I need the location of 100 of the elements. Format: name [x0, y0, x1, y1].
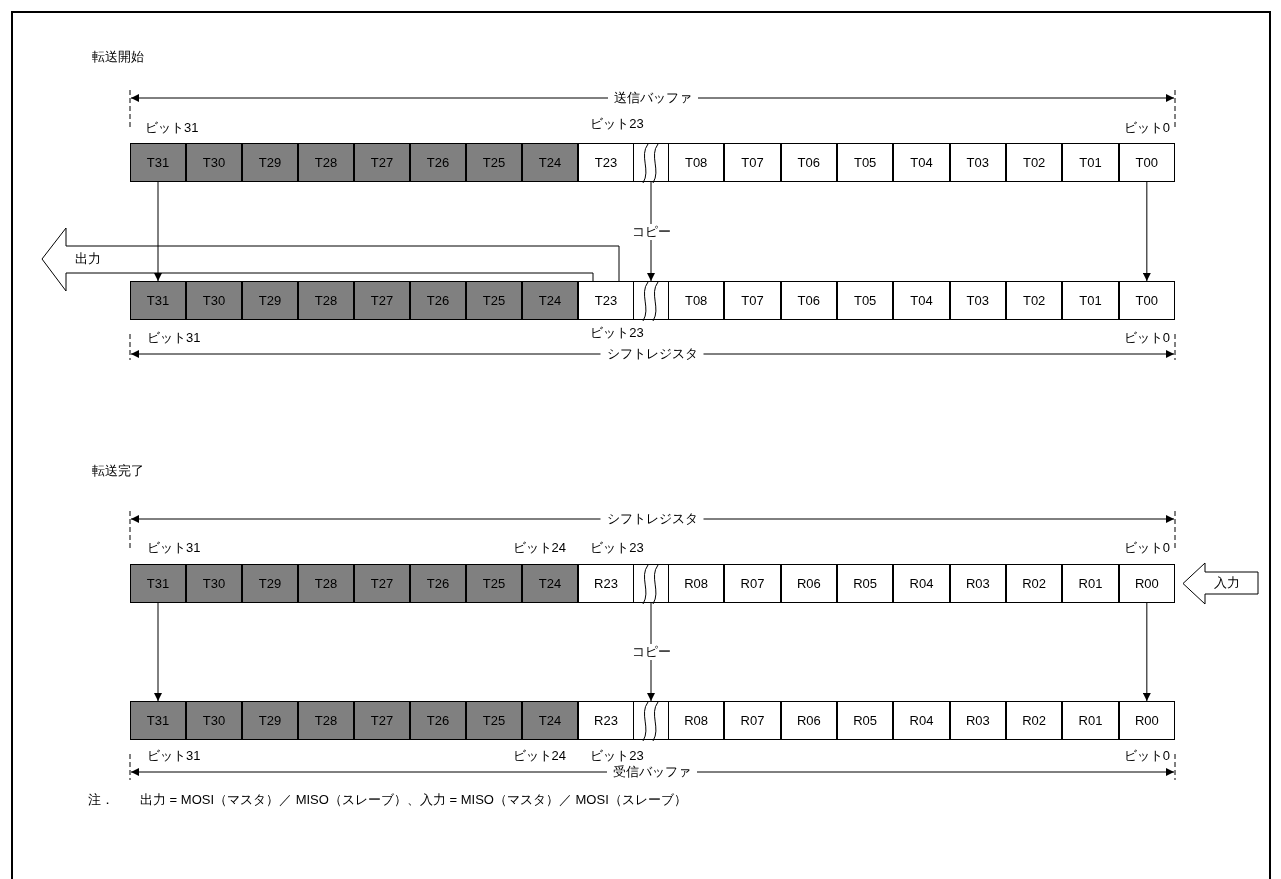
bit-label: ビット24 — [512, 748, 566, 764]
break-cell — [634, 564, 668, 603]
register-cell: R04 — [893, 701, 950, 740]
register-cell: T01 — [1062, 143, 1119, 182]
register-cell: T31 — [130, 281, 186, 320]
register-cell: T31 — [130, 564, 186, 603]
dimension-label: 受信バッファ — [607, 764, 697, 780]
input-arrow — [1183, 563, 1259, 604]
break-cell — [634, 701, 668, 740]
break-cell — [634, 281, 668, 320]
dimension-label: シフトレジスタ — [600, 511, 704, 527]
register-cell: T07 — [724, 281, 781, 320]
register-cell: T25 — [466, 143, 522, 182]
register-cell: R07 — [724, 701, 781, 740]
register-cell: R23 — [578, 701, 634, 740]
register-cell: R05 — [837, 701, 894, 740]
bit-label: ビット31 — [145, 120, 199, 136]
arrow — [1142, 602, 1151, 702]
register-cell: T28 — [298, 564, 354, 603]
bit-label: ビット23 — [590, 540, 644, 556]
register-cell: T24 — [522, 143, 578, 182]
note-marker: 注． — [88, 792, 114, 808]
register-cell: T31 — [130, 143, 186, 182]
register-cell: R02 — [1006, 701, 1063, 740]
register-cell: R01 — [1062, 564, 1119, 603]
register-cell: T26 — [410, 281, 466, 320]
register-cell: T29 — [242, 564, 298, 603]
register-cell: T24 — [522, 281, 578, 320]
register-cell: T04 — [893, 143, 950, 182]
register-cell: T27 — [354, 701, 410, 740]
bit-label: ビット23 — [590, 325, 644, 341]
register-cell: R03 — [949, 701, 1006, 740]
register-cell: T04 — [893, 281, 950, 320]
register-cell: T24 — [522, 701, 578, 740]
register-cell: R03 — [949, 564, 1006, 603]
register-cell: T27 — [354, 143, 410, 182]
register-cell: T26 — [410, 701, 466, 740]
register-cell: T00 — [1118, 281, 1175, 320]
arrow-label: 入力 — [1214, 575, 1240, 591]
register-cell: T05 — [837, 281, 894, 320]
bit-label: ビット0 — [1123, 540, 1170, 556]
register-cell: T25 — [466, 564, 522, 603]
dimension-label: シフトレジスタ — [600, 346, 704, 362]
arrow — [154, 602, 162, 702]
register-cell: T30 — [186, 281, 242, 320]
arrow-label: 出力 — [75, 251, 101, 267]
register-cell: R02 — [1006, 564, 1063, 603]
register-cell: T25 — [466, 281, 522, 320]
register-cell: R00 — [1118, 564, 1175, 603]
register-cell: R01 — [1062, 701, 1119, 740]
register-cell: T03 — [949, 143, 1006, 182]
register-cell: R06 — [780, 701, 837, 740]
note-text: 出力 = MOSI（マスタ）／ MISO（スレーブ）、入力 = MISO（マスタ）／ MOSI（スレーブ） — [140, 792, 687, 808]
register-cell: T08 — [668, 281, 725, 320]
register-cell: R05 — [837, 564, 894, 603]
register-cell: R04 — [893, 564, 950, 603]
dimension-label: 送信バッファ — [608, 90, 698, 106]
register-cell: T02 — [1006, 143, 1063, 182]
register-cell: T30 — [186, 143, 242, 182]
register-cell: T29 — [242, 281, 298, 320]
register-cell: T01 — [1062, 281, 1119, 320]
register-cell: R07 — [724, 564, 781, 603]
register-cell: T25 — [466, 701, 522, 740]
register-cell: T23 — [578, 143, 634, 182]
register-cell: T05 — [837, 143, 894, 182]
bit-label: ビット0 — [1123, 120, 1170, 136]
register-cell: T03 — [949, 281, 1006, 320]
register-cell: T24 — [522, 564, 578, 603]
register-cell: T08 — [668, 143, 725, 182]
bit-label: ビット24 — [512, 540, 566, 556]
register-cell: T26 — [410, 143, 466, 182]
register-cell: T23 — [578, 281, 634, 320]
bit-label: ビット31 — [147, 330, 201, 346]
register-cell: T30 — [186, 564, 242, 603]
register-cell: T29 — [242, 701, 298, 740]
register-cell: R00 — [1118, 701, 1175, 740]
register-cell: T07 — [724, 143, 781, 182]
bit-label: ビット23 — [590, 116, 644, 132]
register-cell: R23 — [578, 564, 634, 603]
register-cell: R08 — [668, 564, 725, 603]
section-heading: 転送開始 — [92, 49, 144, 65]
register-cell: T31 — [130, 701, 186, 740]
bit-label: ビット31 — [147, 540, 201, 556]
register-cell: T06 — [780, 281, 837, 320]
break-cell — [634, 143, 668, 182]
register-cell: T26 — [410, 564, 466, 603]
register-cell: T02 — [1006, 281, 1063, 320]
bit-label: ビット31 — [147, 748, 201, 764]
register-cell: R08 — [668, 701, 725, 740]
arrow — [154, 181, 162, 282]
bit-label: ビット0 — [1123, 330, 1170, 346]
register-cell: T30 — [186, 701, 242, 740]
section-heading: 転送完了 — [92, 463, 144, 479]
register-cell: R06 — [780, 564, 837, 603]
register-cell: T27 — [354, 281, 410, 320]
register-cell: T00 — [1118, 143, 1175, 182]
bit-label: ビット23 — [590, 748, 644, 764]
output-arrow — [42, 228, 150, 291]
register-cell: T28 — [298, 143, 354, 182]
register-cell: T29 — [242, 143, 298, 182]
